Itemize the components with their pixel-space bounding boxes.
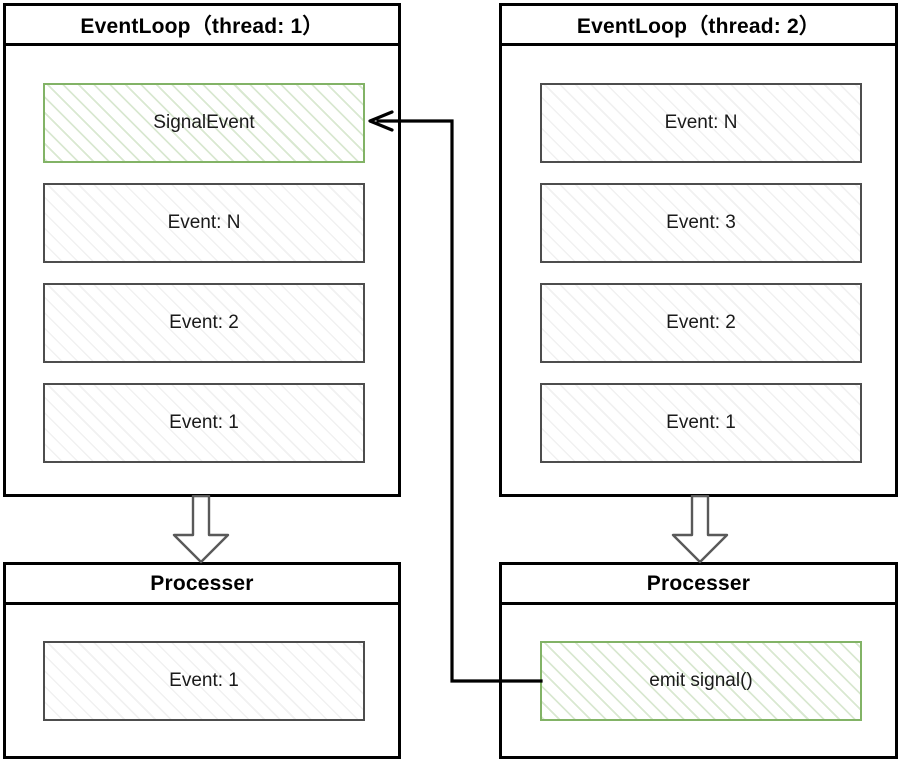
event-box-label: Event: 2 bbox=[666, 312, 736, 333]
event-box-right-3[interactable]: Event: 3 bbox=[540, 183, 862, 263]
event-box-right-1[interactable]: Event: 1 bbox=[540, 383, 862, 463]
event-box-label: Event: 1 bbox=[169, 412, 239, 433]
event-box-left-2[interactable]: Event: 2 bbox=[43, 283, 365, 363]
event-box-right-n[interactable]: Event: N bbox=[540, 83, 862, 163]
event-box-left-1[interactable]: Event: 1 bbox=[43, 383, 365, 463]
event-box-label: Event: N bbox=[664, 112, 738, 133]
event-box-label: Event: N bbox=[167, 212, 241, 233]
event-box-right-2[interactable]: Event: 2 bbox=[540, 283, 862, 363]
eventloop-thread2-header: EventLoop（thread: 2） bbox=[502, 6, 895, 46]
eventloop-thread2-panel: EventLoop（thread: 2） Event: N Event: 3 E… bbox=[499, 3, 898, 497]
event-box-label: SignalEvent bbox=[153, 112, 255, 133]
eventloop-thread1-header: EventLoop（thread: 1） bbox=[6, 6, 398, 46]
processer-right-panel: Processer emit signal() bbox=[499, 562, 898, 759]
processer-item-label: emit signal() bbox=[649, 670, 753, 691]
processer-left-header: Processer bbox=[6, 565, 398, 605]
processer-right-body: emit signal() bbox=[502, 605, 895, 756]
page-title-eventloop-thread1: EventLoop（thread: 1） bbox=[80, 14, 324, 38]
eventloop-thread1-panel: EventLoop（thread: 1） SignalEvent Event: … bbox=[3, 3, 401, 497]
page-title-processer-left: Processer bbox=[150, 571, 254, 595]
processer-item-label: Event: 1 bbox=[169, 670, 239, 691]
processer-left-panel: Processer Event: 1 bbox=[3, 562, 401, 759]
processer-item-emit-signal[interactable]: emit signal() bbox=[540, 641, 862, 721]
processer-right-header: Processer bbox=[502, 565, 895, 605]
page-title-eventloop-thread2: EventLoop（thread: 2） bbox=[576, 14, 821, 38]
event-box-left-n[interactable]: Event: N bbox=[43, 183, 365, 263]
event-box-label: Event: 3 bbox=[666, 212, 736, 233]
event-box-signalevent[interactable]: SignalEvent bbox=[43, 83, 365, 163]
dispatch-arrow-right-icon bbox=[671, 495, 729, 564]
event-box-label: Event: 1 bbox=[666, 412, 736, 433]
eventloop-thread2-body: Event: N Event: 3 Event: 2 Event: 1 bbox=[502, 46, 895, 494]
event-box-label: Event: 2 bbox=[169, 312, 239, 333]
eventloop-thread1-body: SignalEvent Event: N Event: 2 Event: 1 bbox=[6, 46, 398, 494]
processer-left-body: Event: 1 bbox=[6, 605, 398, 756]
processer-item-event-1[interactable]: Event: 1 bbox=[43, 641, 365, 721]
page-title-processer-right: Processer bbox=[646, 571, 751, 595]
dispatch-arrow-left-icon bbox=[172, 495, 230, 564]
